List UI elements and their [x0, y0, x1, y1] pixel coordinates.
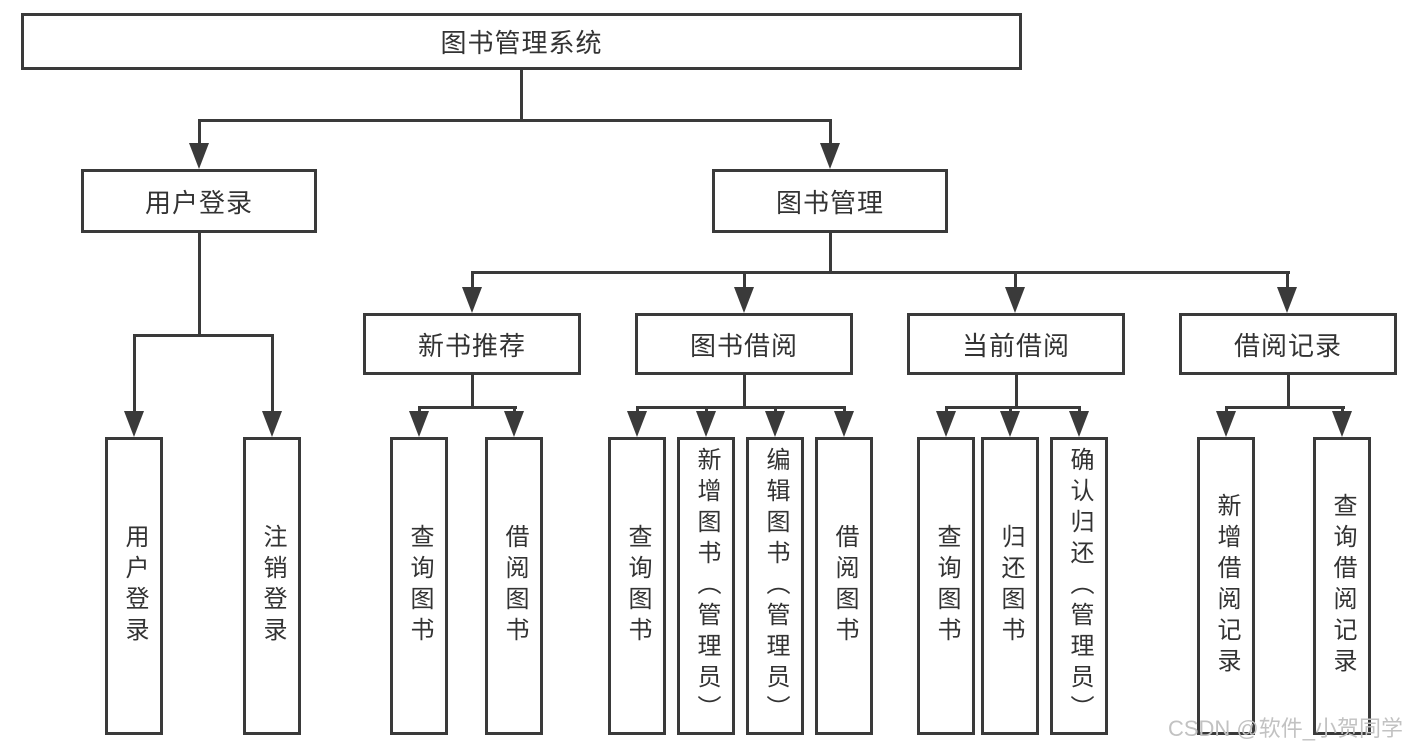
arrowhead-down-icon: [1216, 411, 1236, 437]
leaf-user-login: 用户登录: [105, 437, 163, 735]
connector-vline: [1341, 406, 1344, 414]
connector-vline: [829, 232, 832, 274]
leaf-confirm-return-admin-label: 确认归还（管理员）: [1066, 446, 1093, 726]
node-book-management: 图书管理: [712, 169, 948, 233]
leaf-current-query-books-label: 查询图书: [933, 524, 960, 648]
leaf-return-books-label: 归还图书: [997, 524, 1024, 648]
connector-vline: [1015, 374, 1018, 409]
connector-vline: [198, 232, 201, 337]
connector-hline: [1225, 406, 1345, 409]
connector-vline: [705, 406, 708, 414]
arrowhead-down-icon: [1069, 411, 1089, 437]
connector-vline: [774, 406, 777, 414]
connector-vline: [198, 119, 201, 149]
arrowhead-down-icon: [627, 411, 647, 437]
connector-vline: [843, 406, 846, 414]
leaf-confirm-return-admin: 确认归还（管理员）: [1050, 437, 1108, 735]
connector-hline: [471, 271, 1290, 274]
connector-hline: [133, 334, 274, 337]
connector-vline: [1287, 374, 1290, 409]
arrowhead-down-icon: [409, 411, 429, 437]
arrowhead-down-icon: [734, 287, 754, 313]
node-book-borrow: 图书借阅: [635, 313, 853, 375]
leaf-add-book-admin-label: 新增图书（管理员）: [693, 446, 720, 726]
node-root-library-system: 图书管理系统: [21, 13, 1022, 70]
leaf-current-query-books: 查询图书: [917, 437, 975, 735]
connector-vline: [471, 271, 474, 291]
leaf-logout-label: 注销登录: [259, 524, 286, 648]
arrowhead-down-icon: [696, 411, 716, 437]
leaf-query-borrow-record-label: 查询借阅记录: [1329, 493, 1356, 679]
connector-vline: [636, 406, 639, 414]
connector-vline: [1225, 406, 1228, 414]
node-current-borrow: 当前借阅: [907, 313, 1125, 375]
leaf-add-book-admin: 新增图书（管理员）: [677, 437, 735, 735]
connector-vline: [1078, 406, 1081, 414]
leaf-add-borrow-record: 新增借阅记录: [1197, 437, 1255, 735]
connector-vline: [471, 374, 474, 409]
leaf-borrow-borrow-books: 借阅图书: [815, 437, 873, 735]
connector-vline: [133, 334, 136, 414]
connector-hline: [636, 406, 846, 409]
node-user-login: 用户登录: [81, 169, 317, 233]
arrowhead-down-icon: [820, 143, 840, 169]
connector-vline: [1009, 406, 1012, 414]
node-borrow-records: 借阅记录: [1179, 313, 1397, 375]
arrowhead-down-icon: [1277, 287, 1297, 313]
arrowhead-down-icon: [1005, 287, 1025, 313]
arrowhead-down-icon: [1332, 411, 1352, 437]
arrowhead-down-icon: [462, 287, 482, 313]
arrowhead-down-icon: [765, 411, 785, 437]
connector-vline: [743, 271, 746, 291]
connector-hline: [945, 406, 1081, 409]
arrowhead-down-icon: [834, 411, 854, 437]
leaf-borrow-query-books: 查询图书: [608, 437, 666, 735]
connector-vline: [418, 406, 421, 414]
leaf-logout: 注销登录: [243, 437, 301, 735]
connector-vline: [945, 406, 948, 414]
connector-vline: [1014, 271, 1017, 291]
connector-vline: [520, 69, 523, 120]
connector-vline: [271, 334, 274, 414]
leaf-newbooks-borrow-books-label: 借阅图书: [501, 524, 528, 648]
connector-vline: [829, 119, 832, 149]
arrowhead-down-icon: [936, 411, 956, 437]
leaf-newbooks-borrow-books: 借阅图书: [485, 437, 543, 735]
leaf-add-borrow-record-label: 新增借阅记录: [1213, 493, 1240, 679]
arrowhead-down-icon: [124, 411, 144, 437]
arrowhead-down-icon: [262, 411, 282, 437]
connector-hline: [198, 119, 832, 122]
leaf-borrow-query-books-label: 查询图书: [624, 524, 651, 648]
leaf-newbooks-query-books-label: 查询图书: [406, 524, 433, 648]
arrowhead-down-icon: [1000, 411, 1020, 437]
connector-vline: [1286, 271, 1289, 291]
leaf-edit-book-admin: 编辑图书（管理员）: [746, 437, 804, 735]
arrowhead-down-icon: [504, 411, 524, 437]
node-new-book-recommend: 新书推荐: [363, 313, 581, 375]
leaf-borrow-borrow-books-label: 借阅图书: [831, 524, 858, 648]
leaf-newbooks-query-books: 查询图书: [390, 437, 448, 735]
arrowhead-down-icon: [189, 143, 209, 169]
connector-hline: [418, 406, 517, 409]
connector-vline: [513, 406, 516, 414]
leaf-return-books: 归还图书: [981, 437, 1039, 735]
leaf-edit-book-admin-label: 编辑图书（管理员）: [762, 446, 789, 726]
leaf-user-login-label: 用户登录: [121, 524, 148, 648]
watermark: CSDN @软件_小贺同学: [1167, 716, 1403, 741]
leaf-query-borrow-record: 查询借阅记录: [1313, 437, 1371, 735]
connector-vline: [743, 374, 746, 409]
